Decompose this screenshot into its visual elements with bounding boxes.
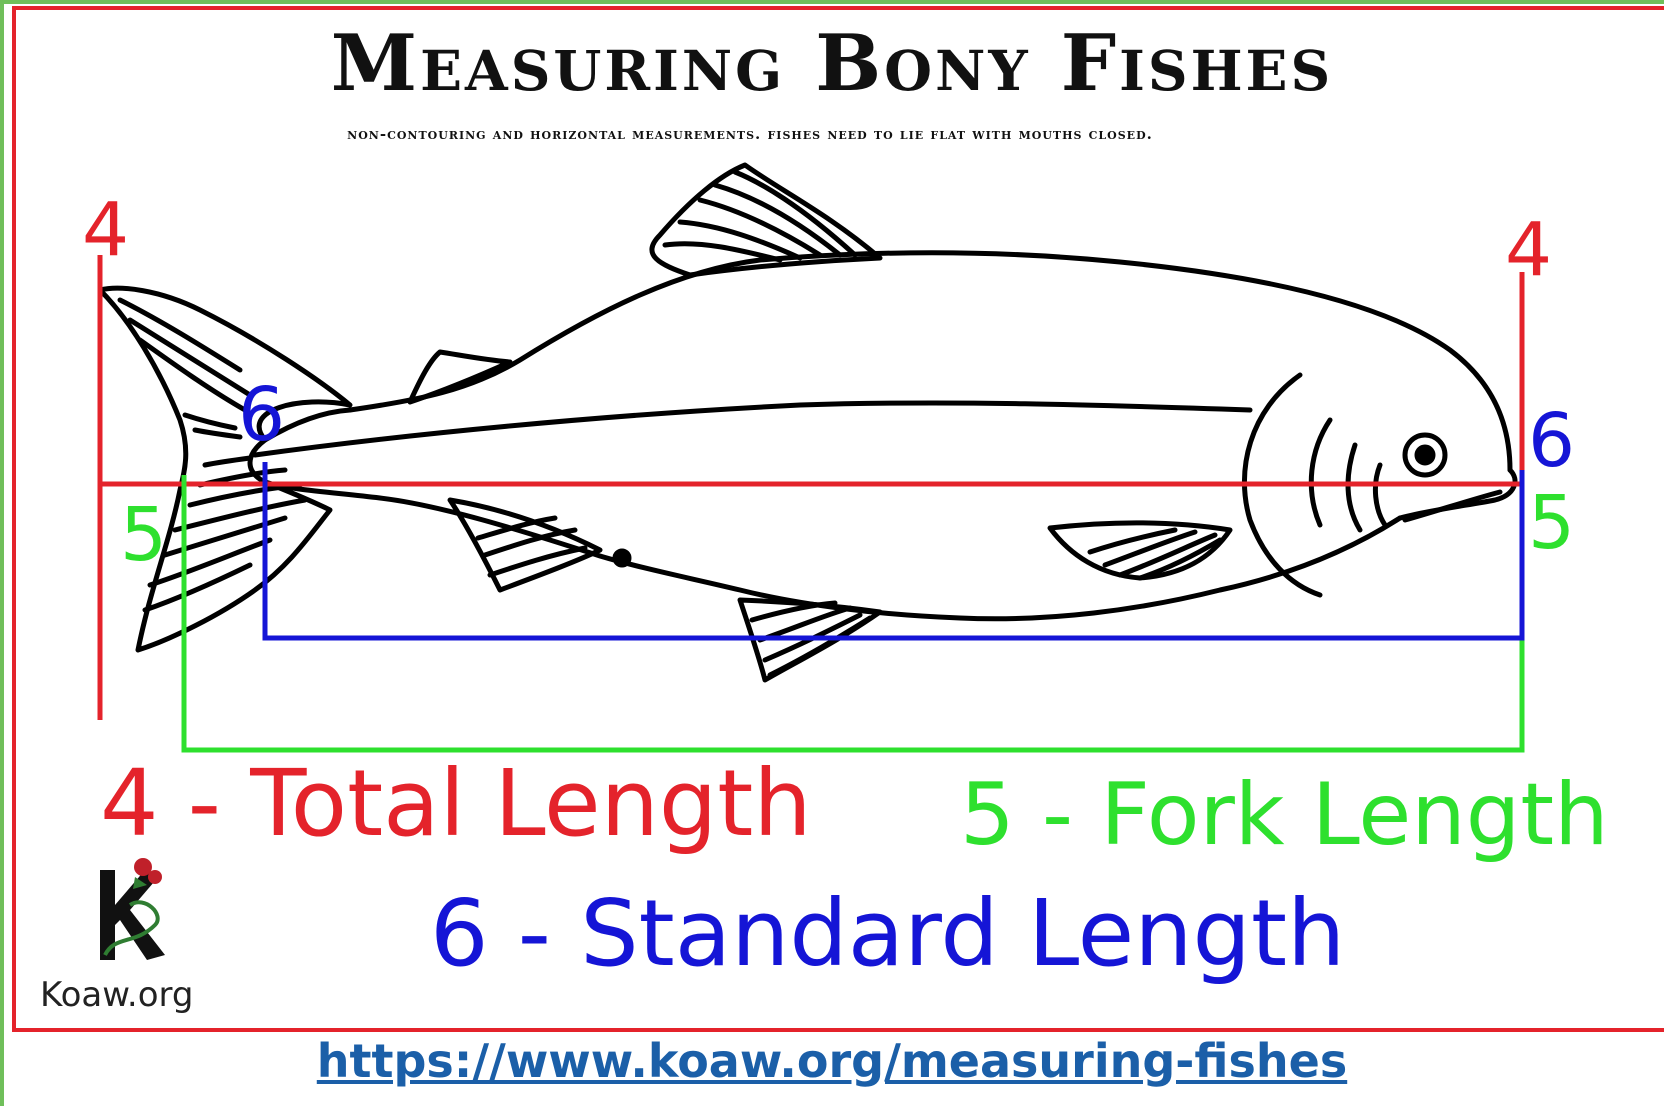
marker-total-left: 4 [82, 187, 129, 273]
koaw-logo-icon [85, 855, 185, 975]
body-top [350, 253, 1510, 470]
legend-fork-length: 5 - Fork Length [960, 765, 1609, 865]
marker-total-right: 4 [1505, 207, 1552, 293]
marker-fork-left: 5 [120, 492, 167, 578]
tail-fin [100, 288, 350, 650]
marker-fork-right: 5 [1528, 480, 1575, 566]
legend-standard-length: 6 - Standard Length [430, 880, 1345, 987]
koaw-url-link[interactable]: https://www.koaw.org/measuring-fishes [0, 1034, 1664, 1088]
legend-total-length: 4 - Total Length [100, 750, 812, 857]
fish-mouth [1405, 492, 1500, 520]
total-length-lines [100, 255, 1522, 720]
marker-standard-left: 6 [238, 372, 285, 458]
pelvic-fin [450, 500, 600, 590]
fish-illustration [100, 165, 1515, 680]
body-bottom [265, 482, 1400, 619]
logo-text: Koaw.org [40, 975, 194, 1015]
vent-dot [615, 551, 629, 565]
marker-standard-right: 6 [1528, 398, 1575, 484]
lateral-line [255, 403, 1250, 455]
